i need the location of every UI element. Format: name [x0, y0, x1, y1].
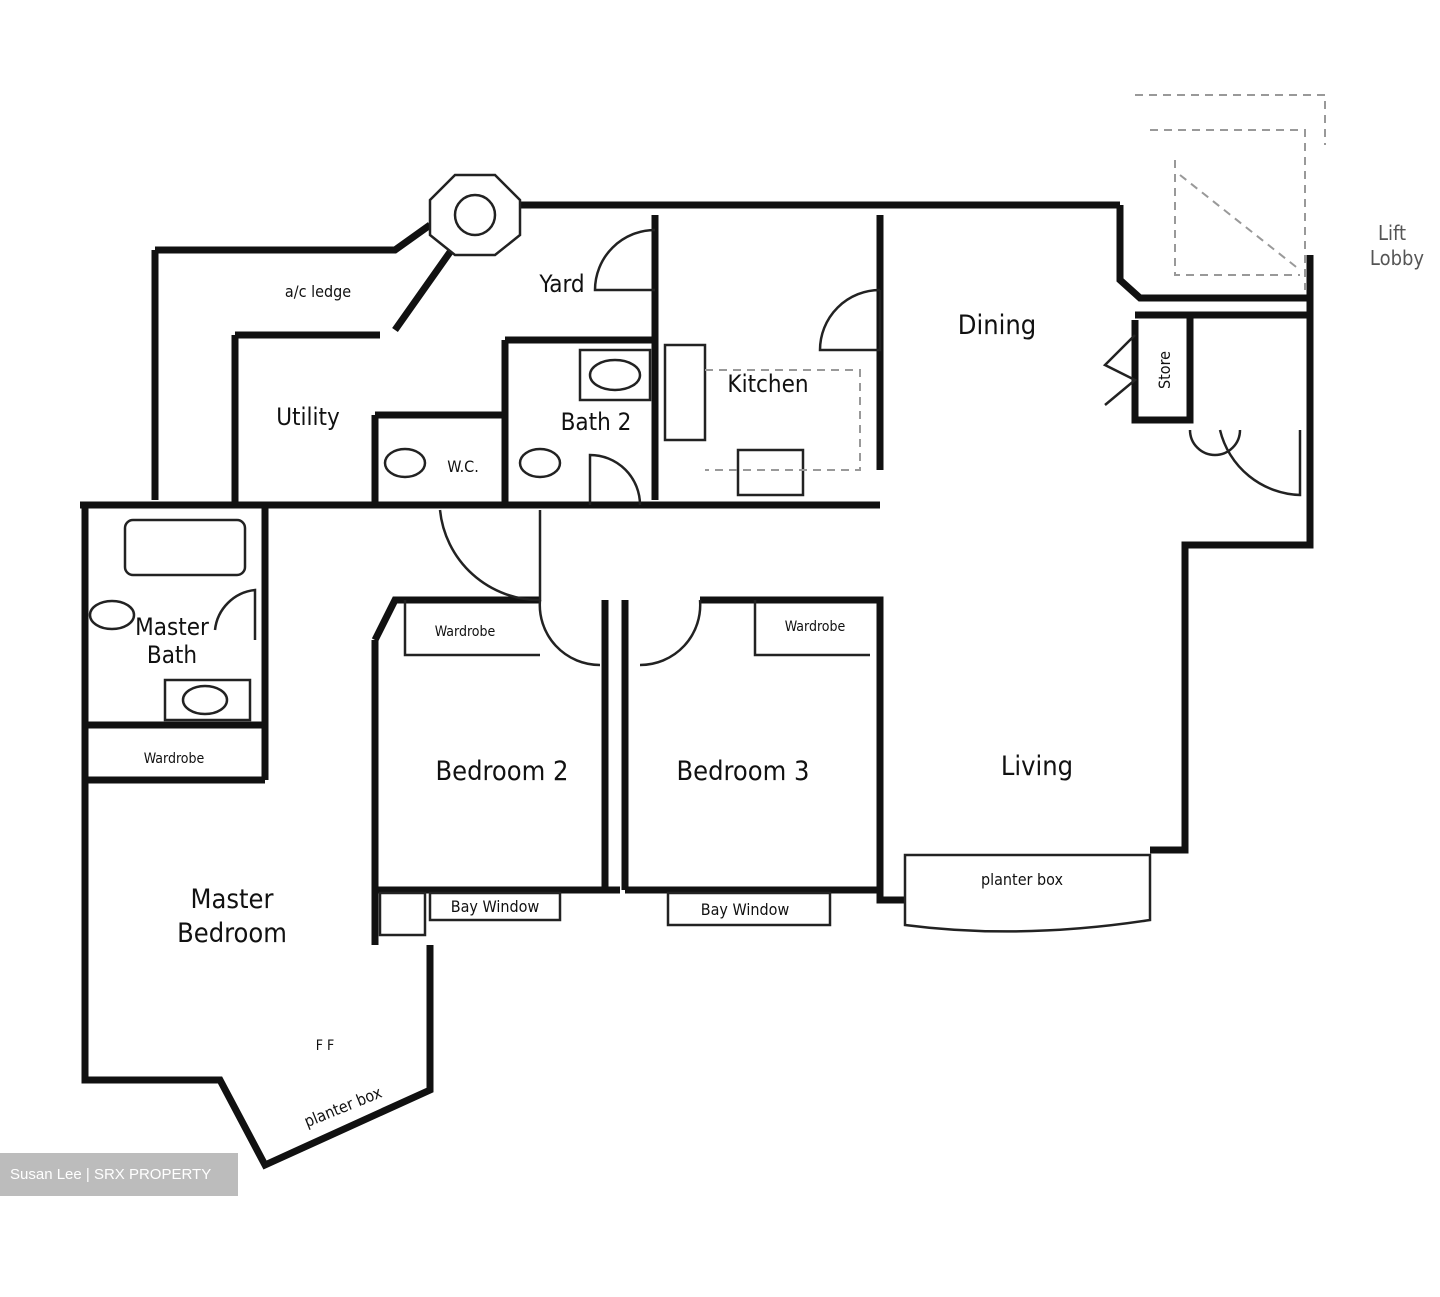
- label-wc: W.C.: [447, 457, 479, 476]
- label-wardrobe-bed2: Wardrobe: [435, 624, 496, 640]
- label-yard: Yard: [538, 270, 584, 298]
- label-living: Living: [1001, 751, 1073, 782]
- label-planter-box-living: planter box: [981, 870, 1064, 889]
- label-kitchen: Kitchen: [727, 370, 808, 398]
- label-bedroom3: Bedroom 3: [677, 756, 810, 787]
- label-bay-window-1: Bay Window: [451, 897, 540, 916]
- fixtures: [88, 343, 861, 722]
- label-ff: F F: [316, 1038, 335, 1054]
- label-bath2: Bath 2: [561, 408, 632, 436]
- label-lift: Lift: [1378, 221, 1406, 245]
- label-bay-window-2: Bay Window: [701, 900, 790, 919]
- column: [428, 173, 522, 257]
- label-ac-ledge: a/c ledge: [285, 282, 351, 301]
- lift-shaft: [1116, 94, 1326, 302]
- label-master-bath-1: Master: [135, 613, 209, 641]
- label-dining: Dining: [958, 310, 1036, 341]
- label-lobby: Lobby: [1370, 246, 1425, 270]
- label-master-bedroom-2: Bedroom: [177, 918, 287, 949]
- label-master-bath-2: Bath: [147, 641, 197, 669]
- label-wardrobe-master: Wardrobe: [144, 751, 205, 767]
- label-utility: Utility: [276, 403, 340, 431]
- label-store: Store: [1155, 351, 1174, 389]
- room-labels: a/c ledge Yard Utility W.C. Bath 2 Kitch…: [135, 221, 1424, 1131]
- door-swings: [213, 228, 1302, 667]
- label-planter-box-master: planter box: [301, 1083, 385, 1132]
- label-master-bedroom-1: Master: [191, 884, 274, 915]
- agent-credit-watermark: Susan Lee | SRX PROPERTY: [0, 1153, 238, 1196]
- label-bedroom2: Bedroom 2: [436, 756, 569, 787]
- walls: [80, 201, 1314, 1170]
- label-wardrobe-bed3: Wardrobe: [785, 619, 846, 635]
